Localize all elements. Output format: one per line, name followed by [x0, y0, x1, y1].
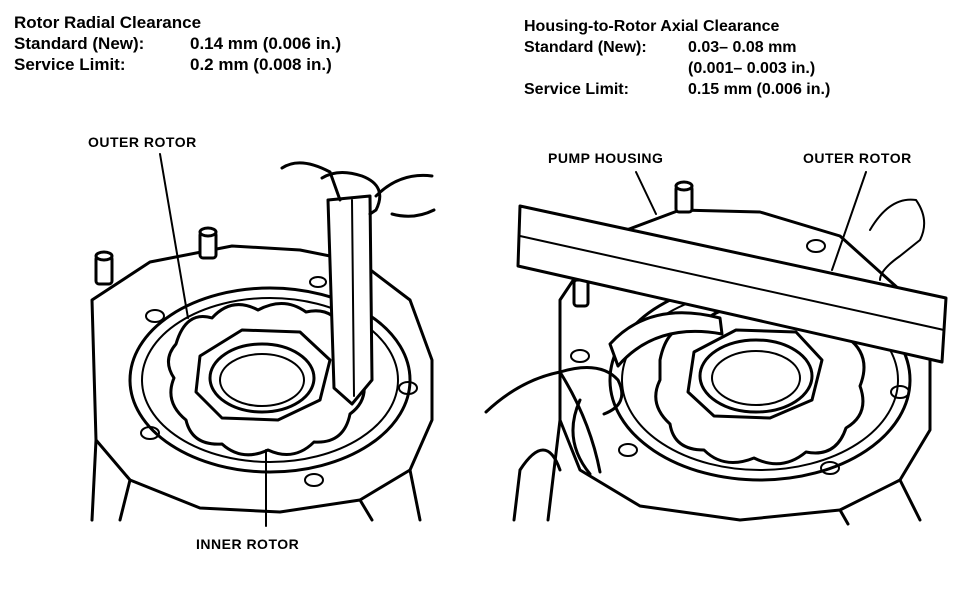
left-inner-rotor-hex	[194, 328, 332, 422]
right-spec-block: Housing-to-Rotor Axial Clearance Standar…	[524, 16, 830, 100]
left-rotor-bore	[128, 286, 412, 474]
right-hand-wire	[869, 198, 926, 281]
left-limit-value: 0.2 mm (0.008 in.)	[190, 55, 332, 74]
right-spec-limit-row: Service Limit: 0.15 mm (0.006 in.)	[524, 79, 830, 100]
right-outer-rotor-leader	[831, 171, 867, 271]
right-limit-label: Service Limit:	[524, 81, 629, 98]
right-studs	[572, 180, 694, 308]
right-spec-title: Housing-to-Rotor Axial Clearance	[524, 18, 780, 35]
left-hand	[280, 161, 436, 218]
right-housing-outline	[558, 208, 932, 522]
left-bolt-holes	[140, 276, 418, 487]
right-shaft-bore	[698, 338, 814, 414]
left-outer-rotor	[167, 302, 366, 457]
left-casting-lines	[90, 438, 422, 522]
left-studs	[94, 226, 218, 286]
right-spec-standard-row: Standard (New): 0.03– 0.08 mm	[524, 37, 830, 58]
right-outer-rotor-label: OUTER ROTOR	[803, 150, 912, 166]
right-pump-illustration	[484, 171, 948, 526]
left-standard-value: 0.14 mm (0.006 in.)	[190, 34, 342, 53]
right-pump-housing-leader	[635, 171, 657, 215]
left-spec-title: Rotor Radial Clearance	[14, 13, 202, 32]
right-standard-value-in: (0.001– 0.003 in.)	[688, 60, 816, 77]
left-spec-limit-row: Service Limit: 0.2 mm (0.008 in.)	[14, 54, 341, 75]
left-standard-label: Standard (New):	[14, 34, 145, 53]
left-outer-rotor-leader	[159, 153, 189, 319]
left-housing-outline	[90, 244, 434, 514]
right-standard-value-mm: 0.03– 0.08 mm	[688, 39, 797, 56]
right-limit-value: 0.15 mm (0.006 in.)	[688, 81, 831, 98]
left-spec-standard-row: Standard (New): 0.14 mm (0.006 in.)	[14, 33, 341, 54]
left-feeler-gauge	[326, 194, 374, 406]
right-inner-rotor-hex	[686, 328, 824, 420]
left-shaft-bore	[208, 342, 316, 414]
right-pump-housing-label: PUMP HOUSING	[548, 150, 664, 166]
left-pump-illustration	[90, 153, 436, 527]
right-spec-standard-row-in: (0.001– 0.003 in.)	[524, 58, 830, 79]
left-inner-rotor-label: INNER ROTOR	[196, 536, 300, 552]
right-feeler-gauge	[608, 311, 724, 368]
left-outer-rotor-label: OUTER ROTOR	[88, 134, 197, 150]
right-standard-label: Standard (New):	[524, 39, 647, 56]
left-limit-label: Service Limit:	[14, 55, 126, 74]
left-spec-block: Rotor Radial Clearance Standard (New): 0…	[14, 12, 341, 75]
right-hand	[484, 366, 624, 522]
